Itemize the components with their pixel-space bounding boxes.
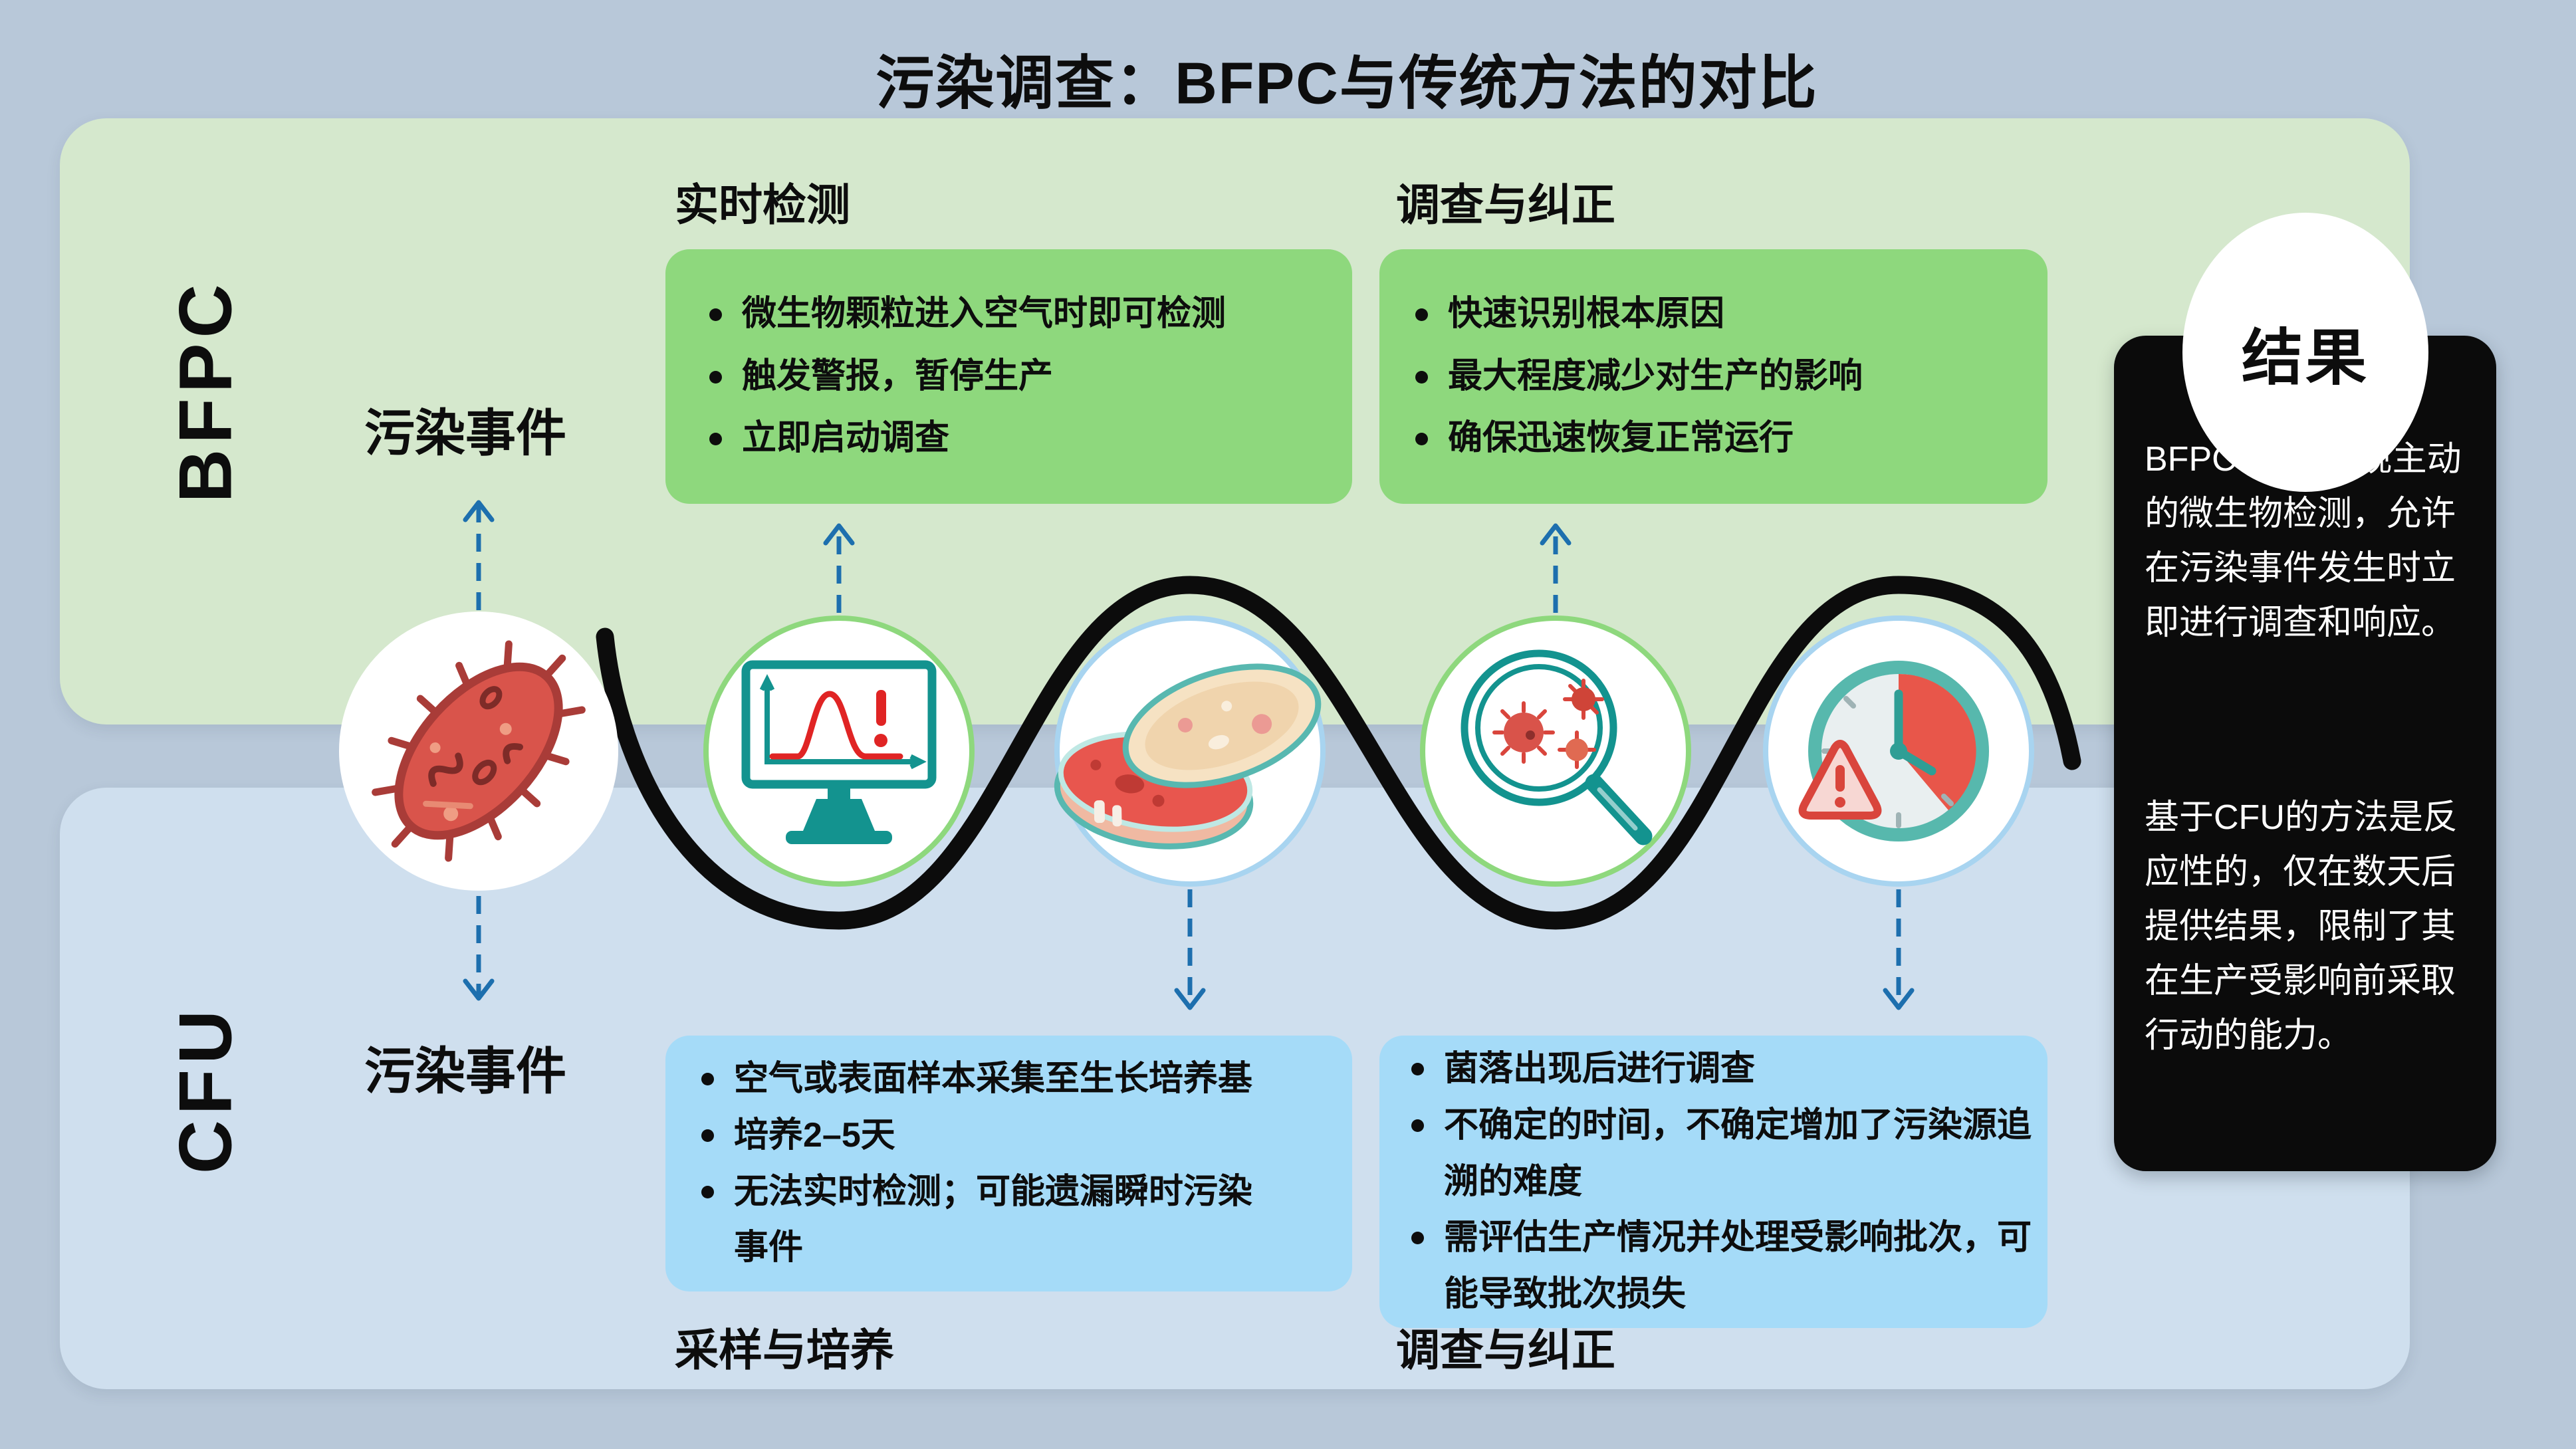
stage-clock [1763,615,2034,887]
stage-monitor [703,615,975,887]
bullet-dot-icon [701,1185,714,1198]
stage-bacteria [339,612,618,891]
bullet-dot-icon [1415,433,1428,446]
bullet-dot-icon [709,370,722,384]
list-item: 培养2–5天 [697,1107,1272,1164]
bullet-text: 触发警报，暂停生产 [742,356,1054,395]
bullet-text: 最大程度减少对生产的影响 [1448,356,1863,395]
list-item: 空气或表面样本采集至生长培养基 [697,1051,1272,1107]
bullet-dot-icon [1415,308,1428,322]
bullet-dot-icon [709,433,722,446]
bullet-text: 无法实时检测；可能遗漏瞬时污染事件 [734,1172,1253,1268]
timeline-wave-line [596,576,2081,930]
bacteria-up-arrow [463,500,495,610]
bullet-text: 不确定的时间，不确定增加了污染源追溯的难度 [1444,1105,2032,1201]
petri-dish-icon [1054,663,1322,849]
list-item: 最大程度减少对生产的影响 [1411,346,2034,408]
monitor-alert-icon [741,660,937,844]
bullet-text: 菌落出现后进行调查 [1444,1050,1756,1089]
page-title: 污染调查：BFPC与传统方法的对比 [876,50,1818,116]
bullet-text: 微生物颗粒进入空气时即可检测 [742,294,1227,334]
result-badge: 结果 [2182,213,2428,492]
cfu-correction-header: 调查与纠正 [1396,1325,1615,1375]
stage-petri [1054,615,1326,887]
magnifier-up-arrow [1540,523,1572,613]
warning-triangle-icon [1798,740,1882,820]
bacteria-icon [372,640,586,862]
clock-warning-icon [1798,661,1989,841]
bfpc-detection-header: 实时检测 [675,180,850,229]
magnifier-virus-icon [1461,649,1653,845]
bullet-text: 立即启动调查 [742,419,950,458]
bullet-text: 需评估生产情况并处理受影响批次，可能导致批次损失 [1444,1218,2032,1314]
list-item: 微生物颗粒进入空气时即可检测 [705,283,1326,346]
result-text: BFPCs能够实现主动的微生物检测，允许在污染事件发生时立即进行调查和响应。 基… [2145,432,2466,1063]
cfu-correction-box: 菌落出现后进行调查 不确定的时间，不确定增加了污染源追溯的难度 需评估生产情况并… [1379,1036,2048,1328]
bullet-text: 培养2–5天 [734,1115,895,1155]
list-item: 确保迅速恢复正常运行 [1411,407,2034,470]
list-item: 触发警报，暂停生产 [705,346,1326,408]
bullet-dot-icon [701,1073,714,1085]
cfu-contamination-event-label: 污染事件 [364,1044,566,1100]
list-item: 无法实时检测；可能遗漏瞬时污染事件 [697,1164,1272,1277]
bullet-dot-icon [1411,1063,1424,1076]
bullet-dot-icon [701,1129,714,1142]
bfpc-correction-header: 调查与纠正 [1396,180,1615,229]
list-item: 菌落出现后进行调查 [1407,1041,2040,1097]
bfpc-correction-box: 快速识别根本原因 最大程度减少对生产的影响 确保迅速恢复正常运行 [1379,249,2048,504]
petri-down-arrow [1174,889,1206,1010]
monitor-up-arrow [823,523,855,613]
cfu-sampling-box: 空气或表面样本采集至生长培养基 培养2–5天 无法实时检测；可能遗漏瞬时污染事件 [665,1036,1352,1291]
result-badge-label: 结果 [2241,324,2369,392]
list-item: 快速识别根本原因 [1411,283,2034,346]
bacteria-down-arrow [463,896,495,1001]
result-box: BFPCs能够实现主动的微生物检测，允许在污染事件发生时立即进行调查和响应。 基… [2114,336,2496,1171]
list-item: 不确定的时间，不确定增加了污染源追溯的难度 [1407,1097,2040,1210]
bullet-dot-icon [1411,1119,1424,1132]
list-item: 需评估生产情况并处理受影响批次，可能导致批次损失 [1407,1210,2040,1323]
bullet-text: 空气或表面样本采集至生长培养基 [734,1059,1253,1098]
bfpc-contamination-event-label: 污染事件 [364,405,566,462]
clock-down-arrow [1883,889,1915,1010]
cfu-sampling-header: 采样与培养 [675,1325,894,1375]
bfpc-detection-box: 微生物颗粒进入空气时即可检测 触发警报，暂停生产 立即启动调查 [665,249,1352,504]
bullet-dot-icon [709,308,722,322]
bullet-dot-icon [1415,370,1428,384]
bullet-text: 快速识别根本原因 [1448,294,1725,334]
result-paragraph-cfu: 基于CFU的方法是反应性的，仅在数天后提供结果，限制了其在生产受影响前采取行动的… [2145,798,2458,1056]
stage-magnifier [1420,615,1691,887]
bullet-dot-icon [1411,1232,1424,1245]
list-item: 立即启动调查 [705,407,1326,470]
bullet-text: 确保迅速恢复正常运行 [1448,419,1794,458]
